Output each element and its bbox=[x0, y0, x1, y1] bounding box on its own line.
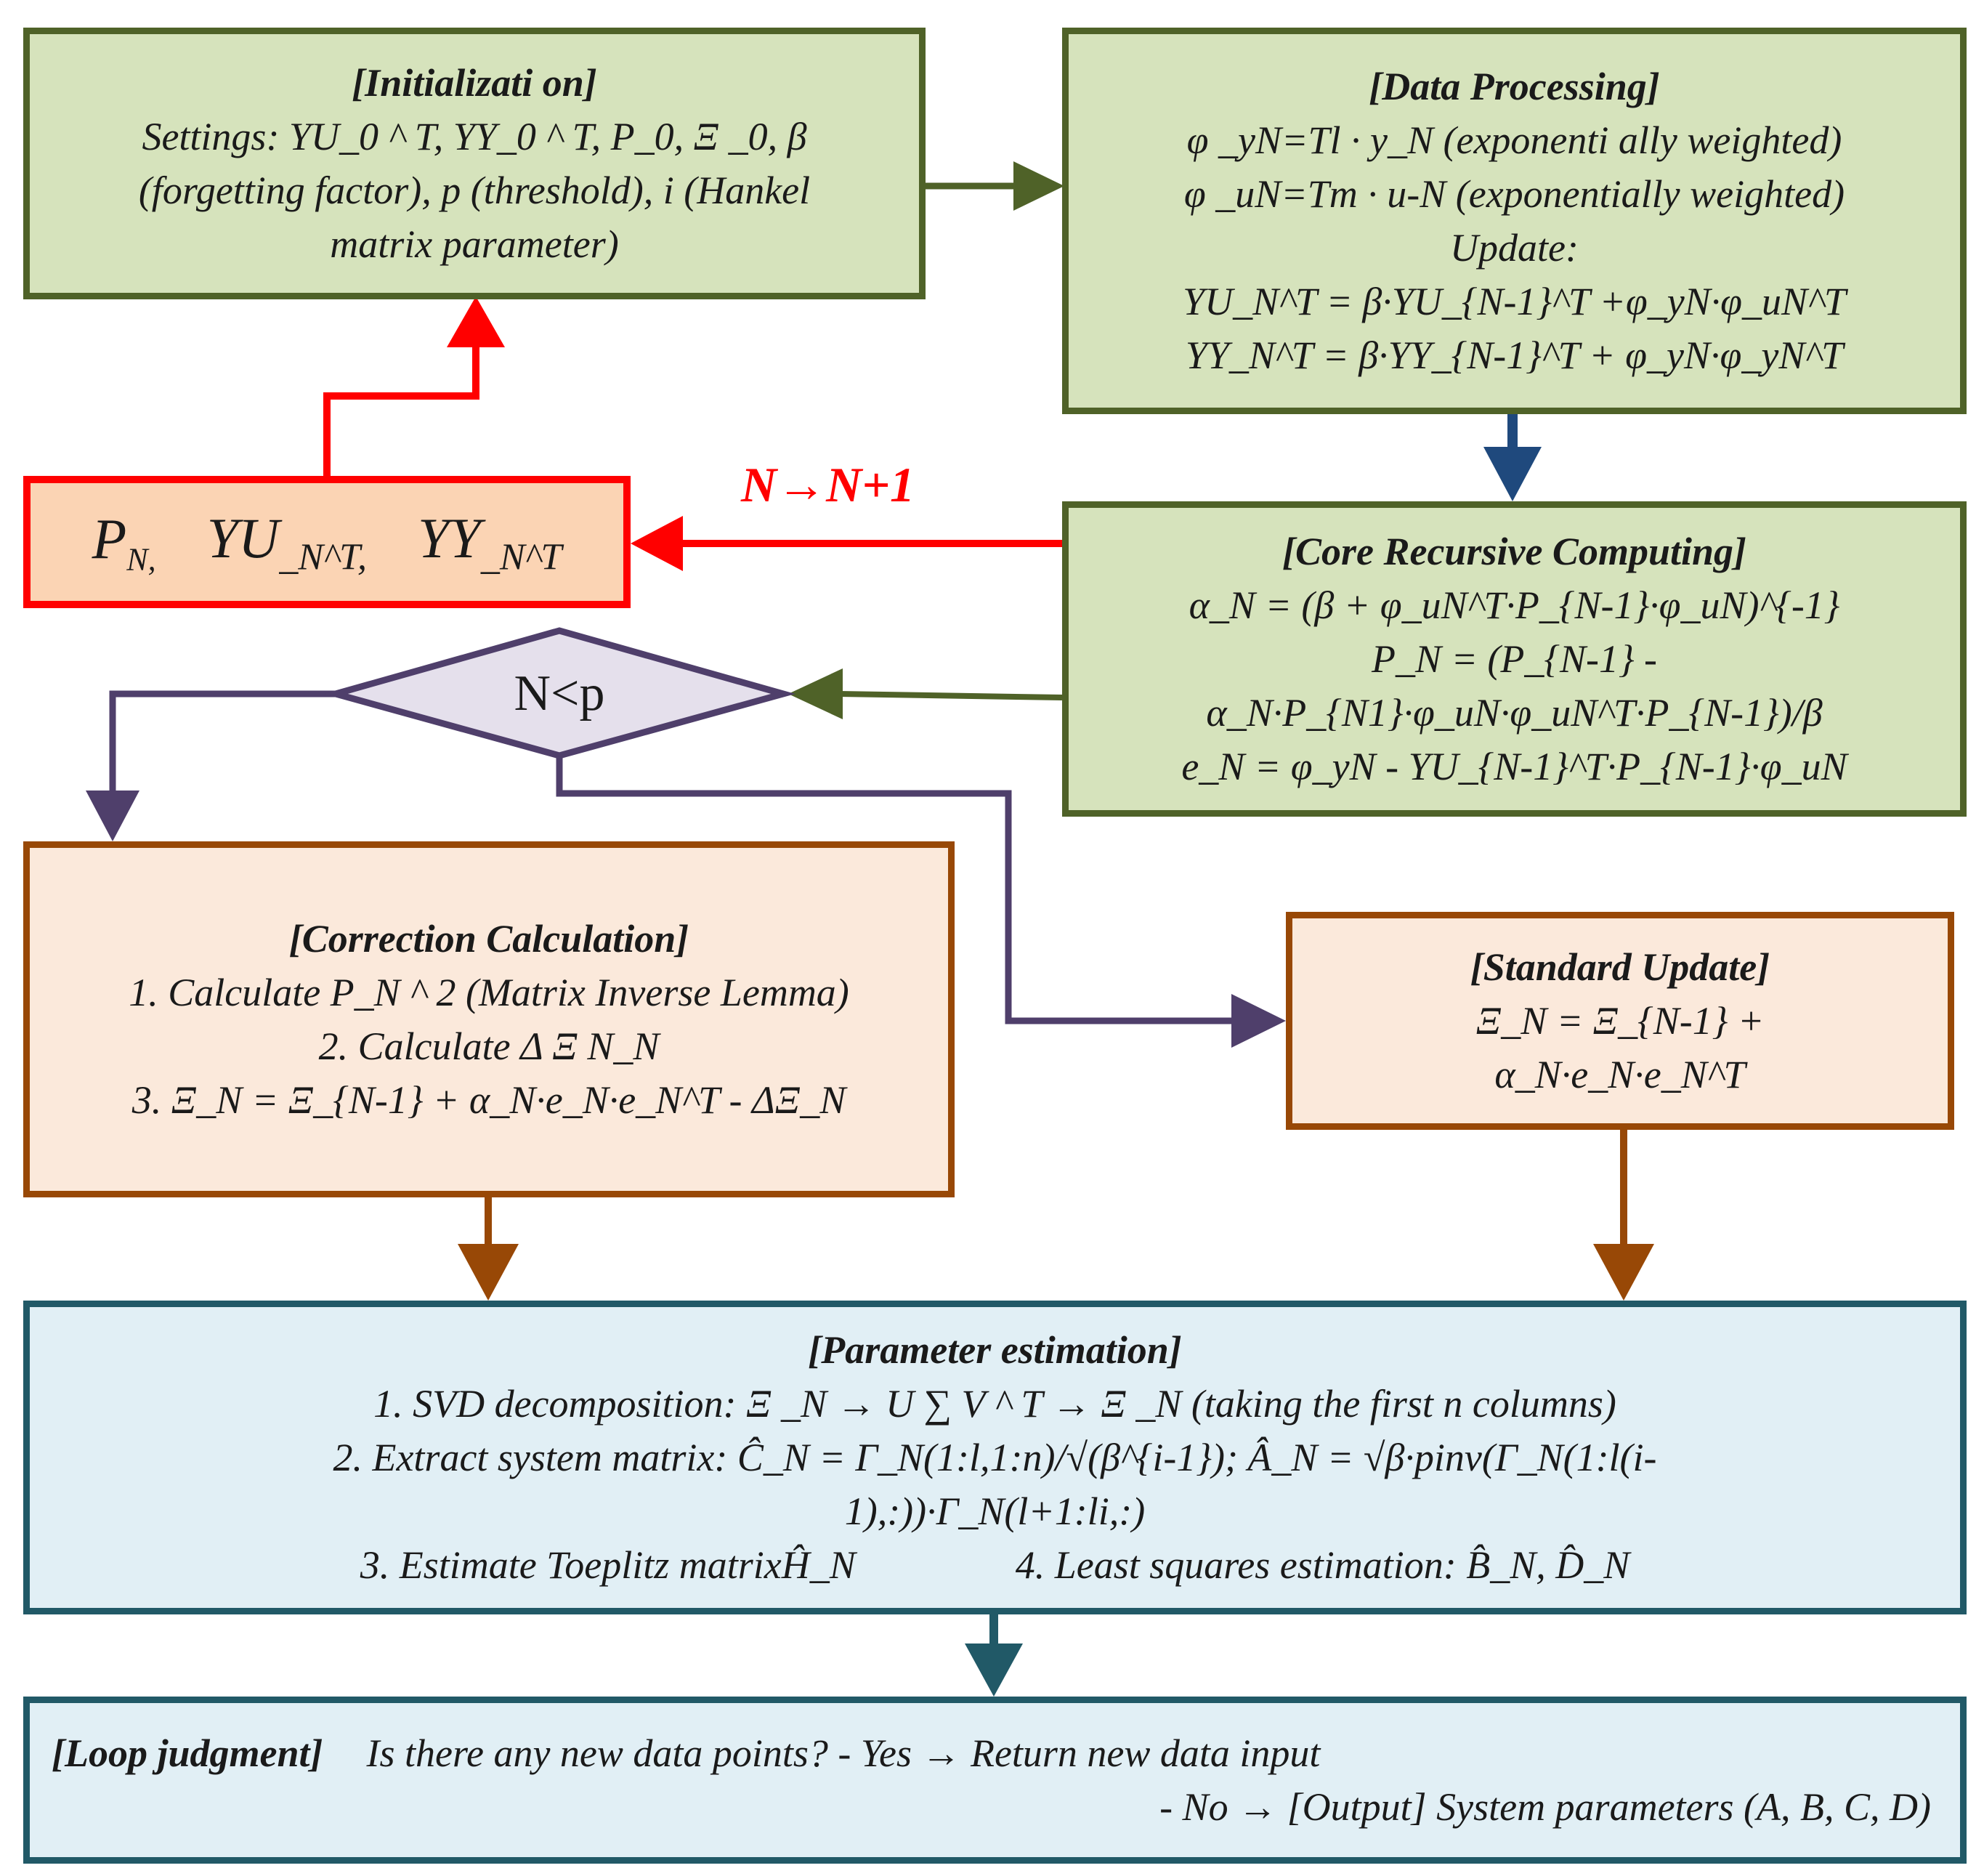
data-processing-line-5: YY_N^T = β·YY_{N-1}^T + φ_yN·φ_yN^T bbox=[1185, 333, 1844, 377]
arrow-core-to-state-box bbox=[631, 516, 1062, 571]
initialization-box: [Initializati on] Settings: YU_0 ^ T, YY… bbox=[23, 28, 926, 299]
state-p-symbol: P bbox=[92, 506, 127, 570]
state-yy: YY_N^T bbox=[418, 506, 562, 579]
loop-line-2: - No → [Output] System parameters (A, B,… bbox=[1159, 1785, 1931, 1829]
decision-label-text: N<p bbox=[514, 666, 605, 721]
data-processing-line-1: φ _yN=Tl · y_N (exponenti ally weighted) bbox=[1186, 118, 1842, 162]
loop-row-2: - No → [Output] System parameters (A, B,… bbox=[30, 1780, 1960, 1834]
data-processing-line-4: YU_N^T = β·YU_{N-1}^T +φ_yN·φ_uN^T bbox=[1183, 280, 1846, 323]
correction-line-3: 3. Ξ_N = Ξ_{N-1} + α_N·e_N·e_N^T - ΔΞ_N bbox=[131, 1078, 846, 1122]
loop-judgment-box: [Loop judgment] Is there any new data po… bbox=[23, 1697, 1967, 1864]
loop-increment-label: N→N+1 bbox=[741, 457, 915, 512]
core-recursive-computing-box: [Core Recursive Computing] α_N = (β + φ_… bbox=[1062, 501, 1967, 817]
arrow-init-to-data-processing bbox=[926, 161, 1064, 211]
initialization-line-2: (forgetting factor), p (threshold), i (H… bbox=[138, 169, 811, 212]
standard-update-line-1: Ξ_N = Ξ_{N-1} + bbox=[1475, 999, 1765, 1043]
arrow-correction-to-parameter-estimation bbox=[458, 1197, 519, 1301]
parameter-line-4-least-squares: 4. Least squares estimation: B̂_N, D̂_N bbox=[1015, 1543, 1630, 1587]
standard-update-title: [Standard Update] bbox=[1470, 945, 1770, 989]
initialization-title: [Initializati on] bbox=[352, 61, 597, 105]
state-yu: YU_N^T, bbox=[207, 506, 367, 579]
parameter-line-4: 3. Estimate Toeplitz matrixĤ_N 4. Least … bbox=[360, 1538, 1630, 1592]
initialization-line-3: matrix parameter) bbox=[330, 222, 619, 266]
data-processing-title: [Data Processing] bbox=[1369, 65, 1660, 108]
decision-diamond bbox=[323, 627, 795, 759]
initialization-line-1: Settings: YU_0 ^ T, YY_0 ^ T, P_0, Ξ _0,… bbox=[142, 115, 807, 158]
correction-title: [Correction Calculation] bbox=[288, 917, 689, 961]
core-line-2: P_N = (P_{N-1} - bbox=[1371, 637, 1658, 681]
state-p-subscript: N, bbox=[126, 541, 156, 578]
state-yu-symbol: YU bbox=[206, 506, 280, 570]
correction-calculation-box: [Correction Calculation] 1. Calculate P_… bbox=[23, 841, 955, 1197]
parameter-estimation-box: [Parameter estimation] 1. SVD decomposit… bbox=[23, 1301, 1967, 1614]
decision-label: N<p bbox=[450, 661, 668, 727]
arrow-decision-to-standard-update bbox=[556, 756, 1286, 1048]
state-box: PN, YU_N^T, YY_N^T bbox=[23, 476, 631, 608]
core-line-3: α_N·P_{N1}·φ_uN·φ_uN^T·P_{N-1})/β bbox=[1206, 691, 1823, 735]
parameter-line-2: 2. Extract system matrix: Ĉ_N = Γ_N(1:l,… bbox=[333, 1436, 1657, 1479]
loop-line-1: Is there any new data points? - Yes → Re… bbox=[366, 1731, 1321, 1775]
correction-line-1: 1. Calculate P_N ^ 2 (Matrix Inverse Lem… bbox=[129, 971, 849, 1014]
correction-line-2: 2. Calculate Δ Ξ N_N bbox=[318, 1024, 660, 1068]
arrow-data-processing-to-core bbox=[1483, 414, 1542, 501]
state-yu-subscript: _N^T, bbox=[279, 536, 368, 578]
state-yy-symbol: YY bbox=[418, 506, 481, 570]
arrow-core-to-decision bbox=[788, 668, 1063, 719]
arrow-decision-to-correction bbox=[86, 690, 336, 841]
core-line-1: α_N = (β + φ_uN^T·P_{N-1}·φ_uN)^{-1} bbox=[1189, 583, 1840, 627]
core-line-4: e_N = φ_yN - YU_{N-1}^T·P_{N-1}·φ_uN bbox=[1181, 745, 1847, 788]
parameter-line-4-toeplitz: 3. Estimate Toeplitz matrixĤ_N bbox=[360, 1543, 856, 1587]
loop-title: [Loop judgment] bbox=[52, 1731, 323, 1775]
state-yy-subscript: _N^T bbox=[480, 536, 562, 578]
parameter-line-1: 1. SVD decomposition: Ξ _N → U ∑ V ^ T →… bbox=[373, 1382, 1616, 1426]
loop-row-1: [Loop judgment] Is there any new data po… bbox=[30, 1726, 1960, 1780]
core-title: [Core Recursive Computing] bbox=[1281, 530, 1746, 573]
parameter-title: [Parameter estimation] bbox=[808, 1328, 1182, 1372]
parameter-line-3: 1),:))·Γ_N(l+1:li,:) bbox=[844, 1489, 1146, 1533]
arrow-state-box-to-init bbox=[323, 296, 505, 476]
data-processing-line-3: Update: bbox=[1450, 226, 1579, 270]
arrow-standard-update-to-parameter-estimation bbox=[1593, 1130, 1654, 1301]
standard-update-box: [Standard Update] Ξ_N = Ξ_{N-1} + α_N·e_… bbox=[1286, 912, 1954, 1130]
arrow-parameter-estimation-to-loop bbox=[965, 1614, 1023, 1697]
state-p: PN, bbox=[92, 506, 156, 578]
data-processing-box: [Data Processing] φ _yN=Tl · y_N (expone… bbox=[1062, 28, 1967, 414]
standard-update-line-2: α_N·e_N·e_N^T bbox=[1494, 1053, 1746, 1096]
data-processing-line-2: φ _uN=Tm · u-N (exponentially weighted) bbox=[1183, 172, 1845, 216]
